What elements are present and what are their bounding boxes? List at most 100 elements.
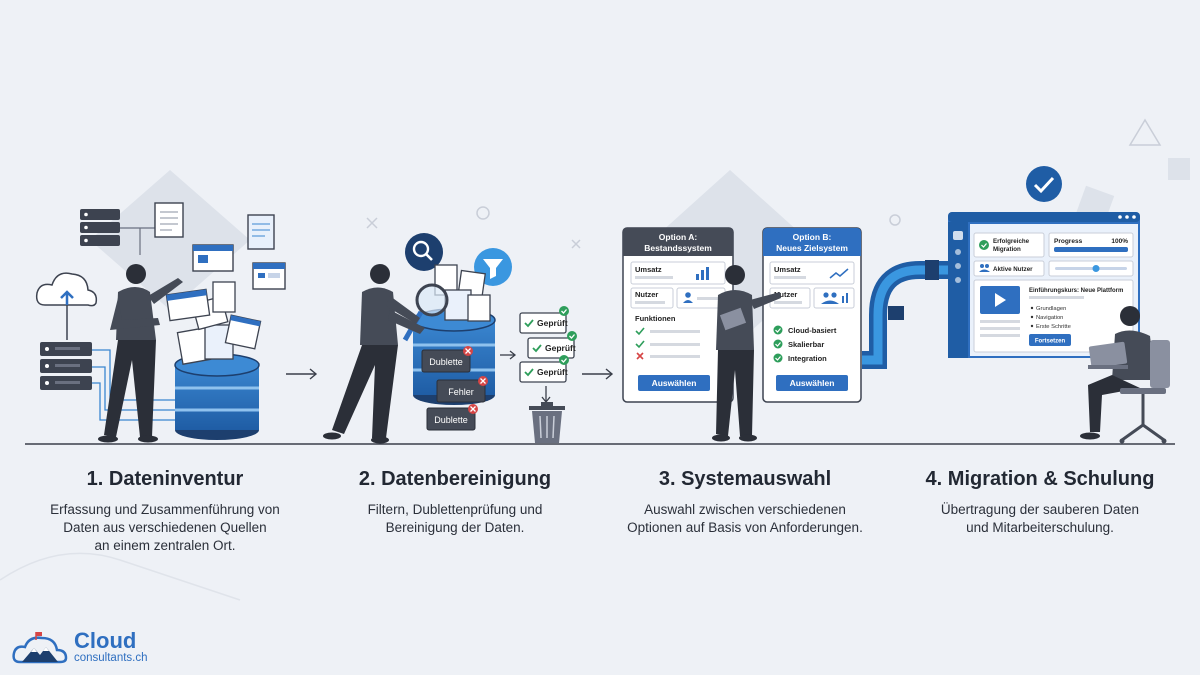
person-3 xyxy=(712,265,781,442)
check-circle-icon xyxy=(773,339,783,349)
tag-dublette-1-label: Dublette xyxy=(429,357,463,367)
tablet-icon xyxy=(719,307,747,331)
step-1-line-2: Daten aus verschiedenen Quellen xyxy=(63,520,267,535)
company-logo[interactable]: Cloud consultants.ch xyxy=(12,628,212,668)
users-icon xyxy=(979,264,990,272)
arrow-small-2 xyxy=(500,350,517,360)
check-circle-icon xyxy=(773,353,783,363)
cloud-upload-icon xyxy=(35,272,98,340)
chair-seat xyxy=(1120,388,1166,394)
window-icon-2 xyxy=(252,262,286,290)
course-button[interactable] xyxy=(1029,334,1071,346)
option-b-title-2: Neues Zielsystem xyxy=(776,243,848,253)
trash-icon xyxy=(529,402,565,443)
checked-card-2-label: Geprüft xyxy=(545,343,576,353)
step-2-title: 2. Datenbereinigung xyxy=(358,468,552,490)
checked-card-3-label: Geprüft xyxy=(537,367,568,377)
bg-circle-2 xyxy=(889,214,901,226)
course-button-label: Fortsetzen xyxy=(1035,339,1066,345)
step3-illustration: Option A: Bestandssystem Umsatz Nutzer F… xyxy=(622,227,862,442)
option-b-feature-2: Skalierbar xyxy=(788,340,824,349)
checked-card-1: Geprüft xyxy=(519,306,569,334)
pipe-icon xyxy=(862,260,950,369)
database-icon xyxy=(174,353,260,440)
tag-dublette-1: Dublette xyxy=(421,346,473,373)
course-item-1: Grundlagen xyxy=(1036,306,1066,312)
step-4-title: 4. Migration & Schulung xyxy=(925,468,1155,490)
option-a-title-1: Option A: xyxy=(659,232,698,242)
step2-illustration: Dublette Fehler Dublette xyxy=(323,233,577,444)
step-1: 1. Dateninventur Erfassung und Zusammenf… xyxy=(40,468,290,555)
window-icon-1 xyxy=(192,244,234,272)
bg-square-2 xyxy=(1168,158,1190,180)
trend-up-icon xyxy=(829,268,849,279)
option-b-umsatz-label: Umsatz xyxy=(774,265,801,274)
document-icon-1 xyxy=(154,202,184,238)
active-users-label: Aktive Nutzer xyxy=(993,266,1033,273)
step-1-line-1: Erfassung und Zusammenführung von xyxy=(50,502,280,517)
option-b-button[interactable] xyxy=(776,375,848,391)
course-title: Einführungskurs: Neue Plattform xyxy=(1029,288,1123,294)
logo-name: Cloud xyxy=(74,628,137,653)
bg-curve xyxy=(0,552,241,601)
step-3-title: 3. Systemauswahl xyxy=(658,468,832,490)
option-a-button[interactable] xyxy=(638,375,710,391)
step-2-description: Filtern, Dublettenprüfung und Bereinigun… xyxy=(330,501,580,537)
course-tile: Einführungskurs: Neue Plattform Grundlag… xyxy=(973,279,1134,353)
migration-label-2: Migration xyxy=(993,246,1021,253)
tag-fehler: Fehler xyxy=(436,376,488,403)
option-a-nutzer-label: Nutzer xyxy=(635,290,658,299)
check-icon xyxy=(635,340,645,349)
person-2 xyxy=(323,264,425,444)
search-icon xyxy=(405,233,443,271)
check-icon xyxy=(635,327,645,336)
arrow-down-icon xyxy=(541,386,551,404)
chair-back xyxy=(1150,340,1170,388)
check-circle-icon xyxy=(773,325,783,335)
step-1-description: Erfassung und Zusammenführung von Daten … xyxy=(40,501,290,555)
dashboard-sidebar xyxy=(948,222,968,358)
option-a-umsatz-label: Umsatz xyxy=(635,265,662,274)
play-icon xyxy=(995,293,1006,307)
users-icon xyxy=(821,292,848,304)
documents-pile xyxy=(165,281,262,365)
person-1 xyxy=(98,264,183,443)
user-icon xyxy=(683,292,693,303)
option-b-feature-3: Integration xyxy=(788,354,827,363)
cross-icon xyxy=(636,352,644,360)
step-4-line-2: und Mitarbeiterschulung. xyxy=(966,520,1114,535)
option-b-card: Option B: Neues Zielsystem Umsatz Nutzer… xyxy=(762,227,862,403)
option-a-funktionen-label: Funktionen xyxy=(635,314,676,323)
option-b-button-label: Auswählen xyxy=(790,378,835,388)
option-a-card: Option A: Bestandssystem Umsatz Nutzer F… xyxy=(622,227,734,403)
cloud-mountain-icon xyxy=(12,632,68,664)
step-4: 4. Migration & Schulung Übertragung der … xyxy=(905,468,1175,537)
logo-subtitle: consultants.ch xyxy=(74,652,148,664)
migration-tile: Erfolgreiche Migration xyxy=(973,232,1045,258)
checked-card-2: Geprüft xyxy=(527,331,577,359)
step-4-description: Übertragung der sauberen Daten und Mitar… xyxy=(905,501,1175,537)
laptop-icon xyxy=(1088,341,1128,369)
server-rack-bottom-icon xyxy=(40,342,92,390)
step-3-line-1: Auswahl zwischen verschiedenen xyxy=(644,502,846,517)
server-rack-top-icon xyxy=(80,209,120,246)
slider-handle xyxy=(1092,265,1100,272)
option-a-button-label: Auswählen xyxy=(652,378,697,388)
option-b-title-1: Option B: xyxy=(793,232,832,242)
step-2-line-2: Bereinigung der Daten. xyxy=(385,520,525,535)
checked-card-3: Geprüft xyxy=(519,355,569,383)
step4-illustration: Erfolgreiche Migration Progress 100% Akt… xyxy=(862,166,1170,444)
bg-cross-2 xyxy=(571,239,581,249)
arrow-1 xyxy=(286,368,318,380)
course-item-2: Navigation xyxy=(1036,315,1063,321)
option-b-feature-1: Cloud-basiert xyxy=(788,326,837,335)
progress-bar-fill xyxy=(1054,247,1128,252)
checked-card-1-label: Geprüft xyxy=(537,318,568,328)
course-item-3: Erste Schritte xyxy=(1036,324,1071,330)
bg-outline-shapes xyxy=(0,118,1162,601)
progress-value: 100% xyxy=(1111,238,1128,245)
document-icon-2 xyxy=(247,214,275,250)
step1-illustration xyxy=(35,202,286,443)
tag-fehler-label: Fehler xyxy=(448,387,474,397)
